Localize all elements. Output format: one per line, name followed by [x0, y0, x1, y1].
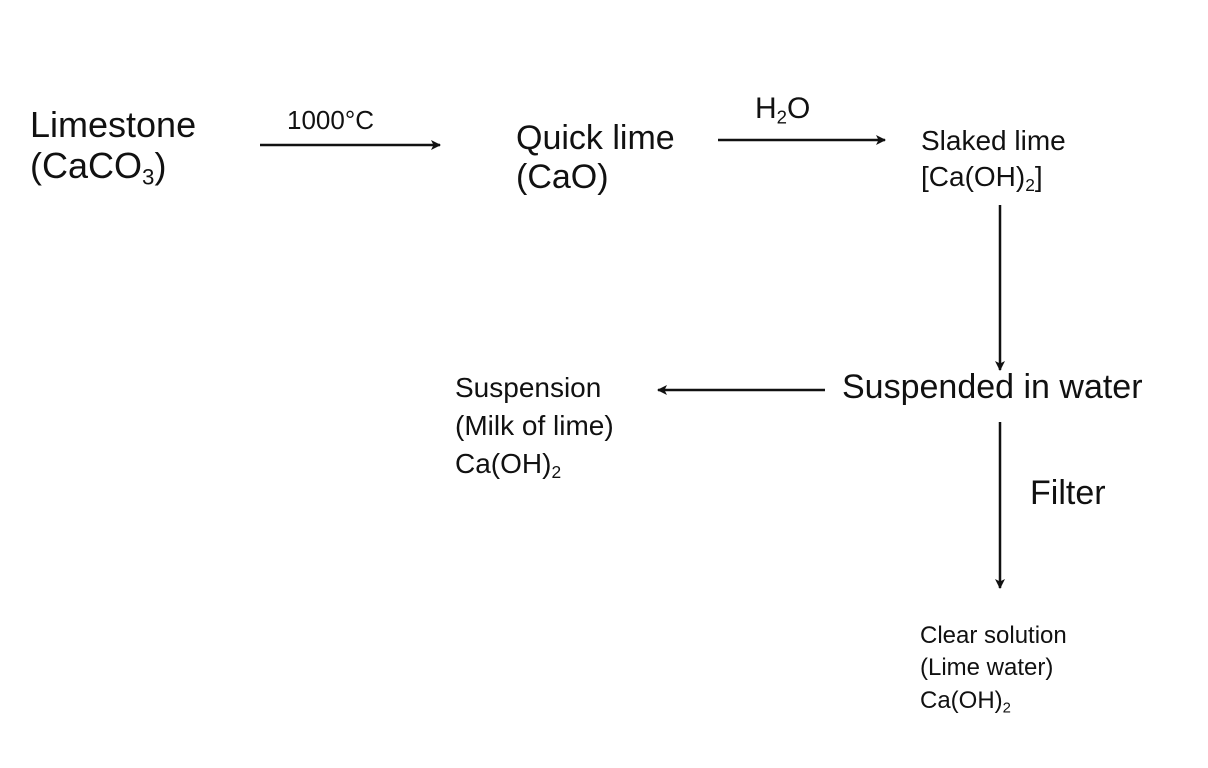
edge-label-filter: Filter: [1030, 474, 1106, 512]
clear-solution-name: Clear solution: [920, 622, 1067, 649]
node-slaked-lime: Slaked lime [Ca(OH)2]: [921, 123, 1066, 196]
node-suspended-in-water: Suspended in water: [842, 368, 1143, 406]
quick-lime-name: Quick lime: [516, 119, 675, 157]
clear-solution-alt-name: (Lime water): [920, 654, 1054, 682]
slaked-lime-name: Slaked lime: [921, 125, 1066, 156]
suspension-formula: Ca(OH)2: [455, 447, 562, 482]
limestone-formula: (CaCO3): [30, 145, 167, 191]
quick-lime-formula: (CaO): [516, 158, 609, 197]
node-limestone: Limestone (CaCO3): [30, 104, 197, 191]
limestone-name: Limestone: [30, 104, 197, 145]
edge-label-heat: 1000°C: [287, 105, 375, 135]
node-quick-lime: Quick lime (CaO): [516, 119, 675, 197]
suspension-alt-name: (Milk of lime): [455, 409, 614, 441]
node-suspension: Suspension (Milk of lime) Ca(OH)2: [455, 369, 614, 482]
slaked-lime-formula: [Ca(OH)2]: [921, 161, 1043, 196]
clear-solution-formula: Ca(OH)2: [920, 686, 1011, 717]
node-clear-solution: Clear solution (Lime water) Ca(OH)2: [920, 620, 1067, 717]
suspension-name: Suspension: [455, 372, 602, 403]
edge-label-water: H2O: [755, 92, 811, 128]
